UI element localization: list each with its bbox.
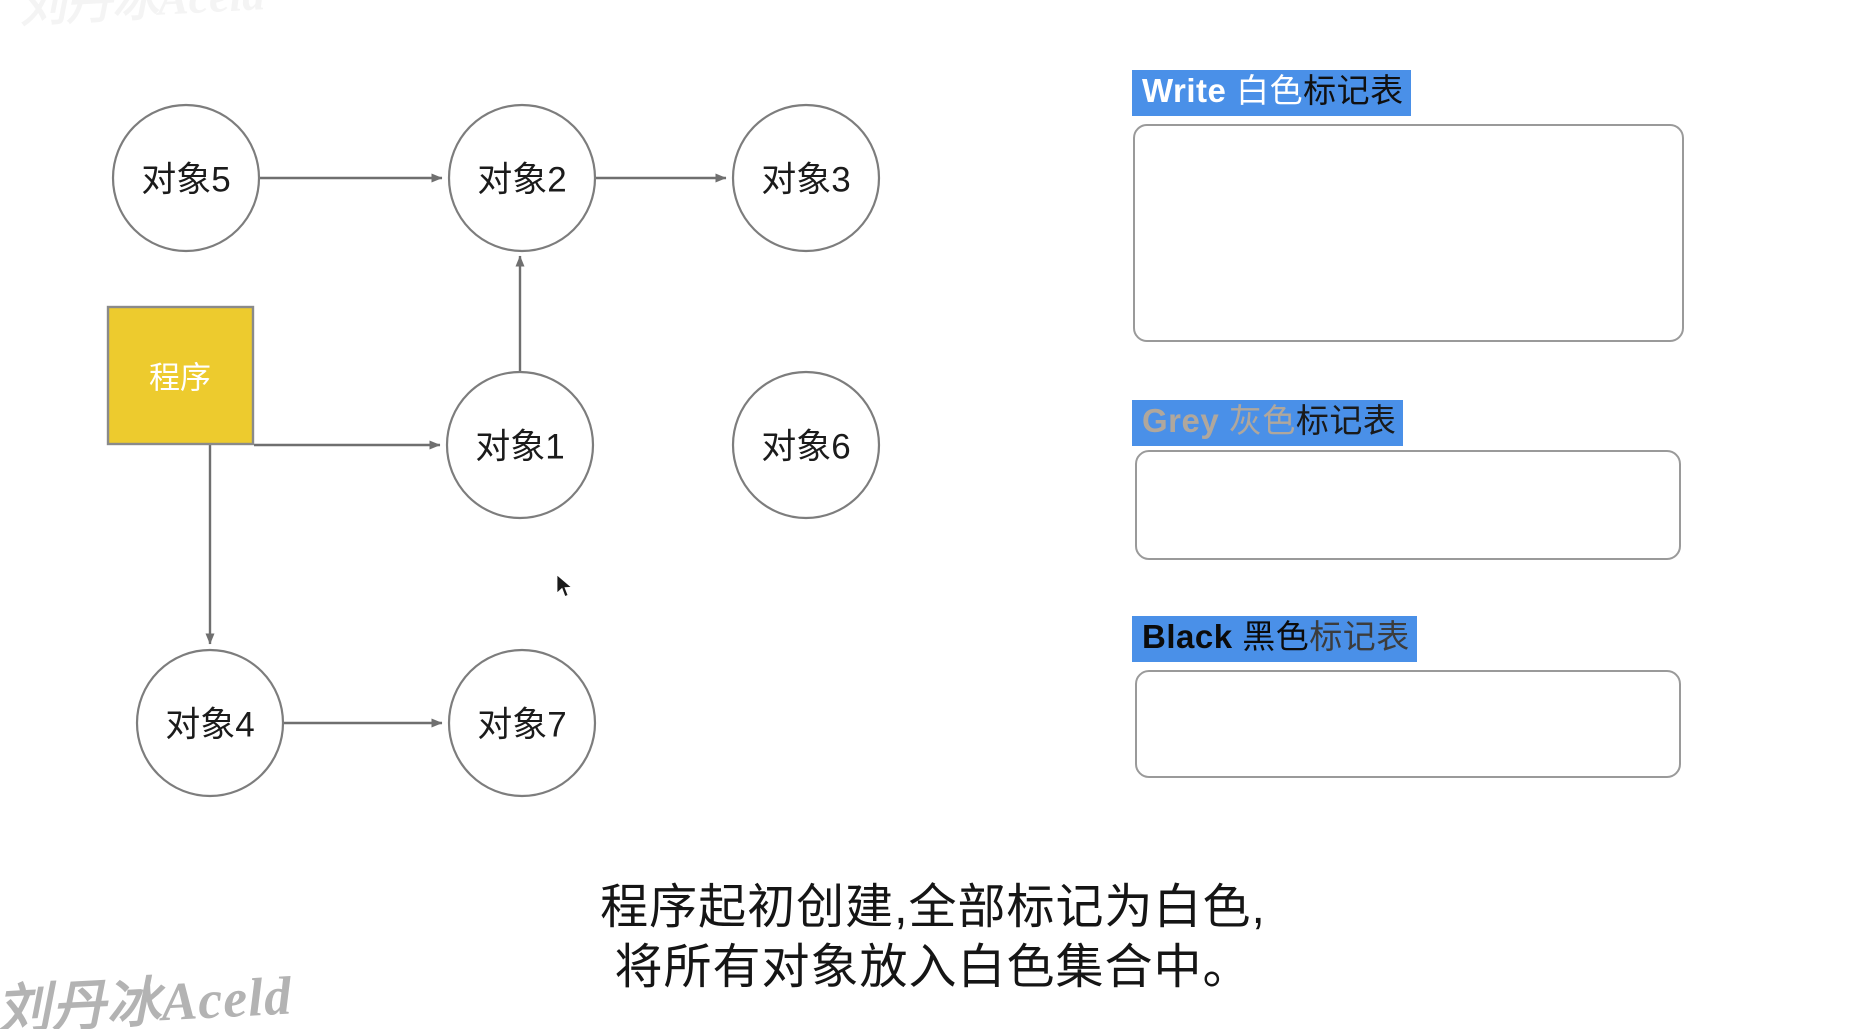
black-table-title-en: Black [1142, 618, 1233, 655]
grey-table-title-en: Grey [1142, 402, 1220, 439]
program-node-rect [106, 305, 255, 446]
node-obj5-circle [111, 103, 261, 253]
node-obj1-label: 对象1 [475, 428, 564, 467]
white-table-title-color: 白色 [1236, 72, 1304, 109]
grey-table-title-suffix: 标记表 [1295, 402, 1397, 439]
white-table-box[interactable] [1133, 124, 1684, 342]
white-table-title: Write 白色标记表 [1132, 70, 1411, 116]
node-obj5[interactable]: 对象5 [111, 103, 261, 253]
node-obj2-circle [447, 103, 597, 253]
object-reference-diagram: 程序 对象5 对象2 对象3 对象1 对象6 对象4 对象7 [106, 103, 881, 798]
node-obj1[interactable]: 对象1 [445, 370, 595, 520]
node-obj4-label: 对象4 [165, 706, 254, 745]
node-obj4[interactable]: 对象4 [135, 648, 285, 798]
node-obj6-circle [731, 370, 881, 520]
space-2 [1219, 402, 1229, 439]
space-3 [1233, 618, 1243, 655]
caption-line-1: 程序起初创建,全部标记为白色, [600, 881, 1266, 934]
node-obj7[interactable]: 对象7 [447, 648, 597, 798]
grey-table-box[interactable] [1135, 450, 1681, 560]
white-table-title-suffix: 标记表 [1303, 72, 1404, 109]
grey-table-title-color: 灰色 [1228, 402, 1296, 439]
black-table-title: Black 黑色标记表 [1132, 616, 1417, 662]
node-obj2-label: 对象2 [477, 161, 566, 200]
program-node[interactable]: 程序 [106, 305, 255, 446]
node-obj5-label: 对象5 [141, 161, 230, 200]
node-obj7-circle [447, 648, 597, 798]
black-table-title-suffix: 标记表 [1309, 618, 1410, 655]
space-1 [1226, 72, 1236, 109]
white-table-title-en: Write [1142, 72, 1227, 109]
black-table-box[interactable] [1135, 670, 1681, 778]
node-obj3[interactable]: 对象3 [731, 103, 881, 253]
node-obj3-circle [731, 103, 881, 253]
node-obj7-label: 对象7 [477, 706, 566, 745]
node-obj6-label: 对象6 [761, 428, 850, 467]
node-obj2[interactable]: 对象2 [447, 103, 597, 253]
caption: 程序起初创建,全部标记为白色, 将所有对象放入白色集合中。 [0, 878, 1866, 999]
node-obj1-circle [445, 370, 595, 520]
grey-table-title: Grey 灰色标记表 [1132, 400, 1404, 446]
black-table-title-color: 黑色 [1242, 618, 1310, 655]
node-obj4-circle [135, 648, 285, 798]
program-node-label: 程序 [149, 361, 211, 396]
node-obj3-label: 对象3 [761, 161, 850, 200]
node-obj6[interactable]: 对象6 [731, 370, 881, 520]
caption-line-2: 将所有对象放入白色集合中。 [614, 941, 1252, 995]
